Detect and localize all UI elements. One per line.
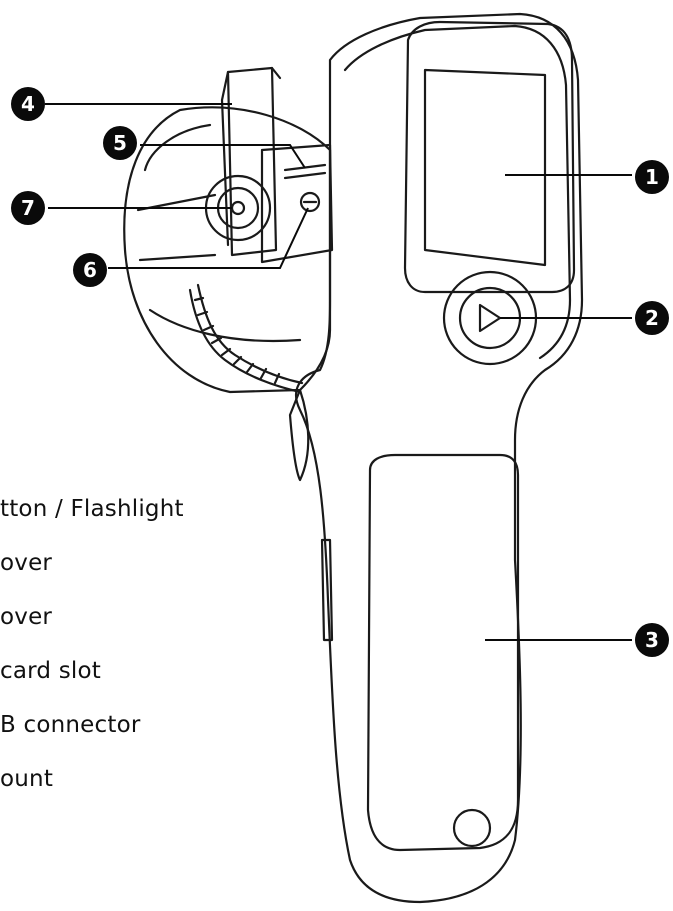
display-bezel bbox=[403, 20, 576, 294]
callout-4-label: 4 bbox=[21, 92, 35, 116]
callout-4: 4 bbox=[11, 87, 45, 121]
legend-item-1: tton / Flashlight bbox=[0, 496, 184, 522]
legend-item-6: ount bbox=[0, 766, 54, 792]
callout-3-label: 3 bbox=[645, 628, 659, 652]
display-screen bbox=[423, 68, 547, 267]
main-body-rim bbox=[343, 24, 572, 360]
callout-2-label: 2 bbox=[645, 306, 659, 330]
callout-6: 6 bbox=[73, 253, 107, 287]
callout-5: 5 bbox=[103, 126, 137, 160]
main-body-outline bbox=[294, 12, 584, 904]
camera-head-inner bbox=[136, 123, 302, 343]
callout-1-label: 1 bbox=[645, 165, 659, 189]
legend-item-2: over bbox=[0, 550, 53, 576]
side-grip-detail bbox=[320, 538, 334, 642]
tripod-mount-hole bbox=[230, 200, 246, 216]
control-button-glyph bbox=[478, 303, 502, 333]
lens-cover-flap-edge bbox=[220, 66, 282, 247]
battery-cover-screw bbox=[452, 808, 492, 848]
callout-7: 7 bbox=[11, 191, 45, 225]
legend-item-4: card slot bbox=[0, 658, 101, 684]
legend-item-3: over bbox=[0, 604, 53, 630]
trigger-outline bbox=[288, 388, 310, 482]
wrist-strap bbox=[188, 283, 304, 394]
leader-line-5 bbox=[140, 144, 306, 169]
callout-3: 3 bbox=[635, 623, 669, 657]
callout-6-label: 6 bbox=[83, 258, 97, 282]
legend-item-5: B connector bbox=[0, 712, 141, 738]
callout-7-label: 7 bbox=[21, 196, 35, 220]
lens-cover-flap bbox=[226, 66, 278, 257]
callout-5-label: 5 bbox=[113, 131, 127, 155]
side-cover-panel bbox=[260, 143, 334, 264]
callout-1: 1 bbox=[635, 160, 669, 194]
leader-line-6 bbox=[108, 207, 309, 269]
battery-cover bbox=[366, 453, 520, 852]
usb-connector-outline bbox=[299, 191, 321, 213]
wrist-strap-links bbox=[193, 296, 281, 385]
callout-2: 2 bbox=[635, 301, 669, 335]
camera-head-outline bbox=[123, 106, 332, 394]
